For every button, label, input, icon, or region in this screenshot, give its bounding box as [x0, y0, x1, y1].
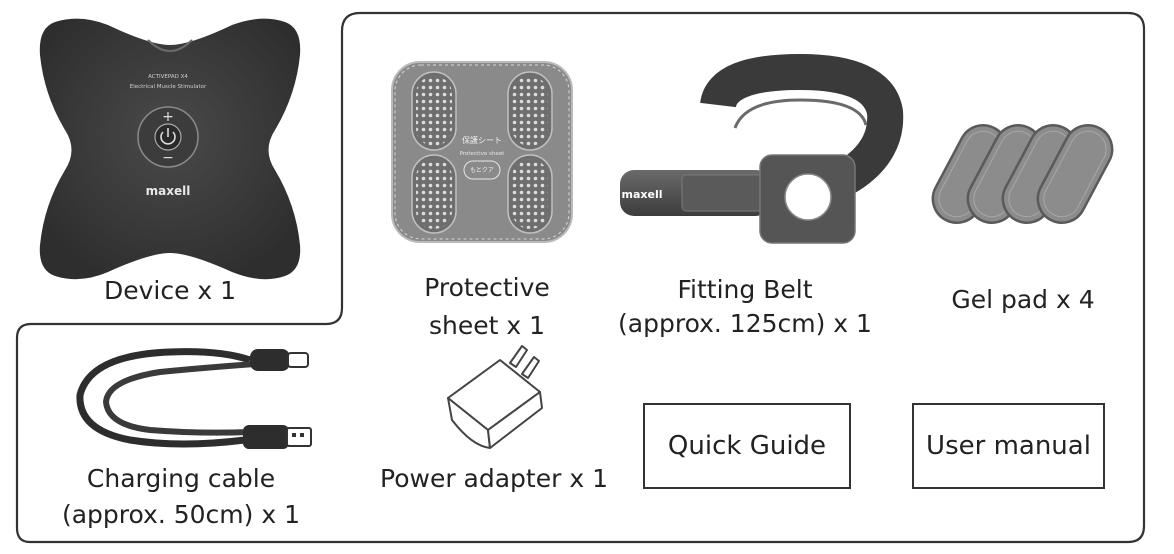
user-manual-label: User manual	[926, 431, 1091, 461]
adapter-body-side	[487, 391, 543, 449]
usb-c-plug-housing	[250, 349, 290, 371]
usb-c-plug-tip	[287, 352, 309, 368]
cable-coil-inner	[102, 361, 256, 436]
quick-guide-box: Quick Guide	[643, 403, 851, 489]
charging-cable-caption-line2: (approx. 50cm) x 1	[61, 500, 300, 529]
sheet-label-en: Protective sheet	[460, 151, 505, 157]
gel-pad	[1036, 124, 1114, 224]
device-illustration: + − ACTIVEPAD X4 Electrical Muscle Stimu…	[39, 18, 301, 280]
plus-symbol: +	[162, 109, 174, 125]
power-icon	[160, 131, 176, 145]
usb-a-plug-housing	[243, 425, 289, 449]
power-adapter-illustration	[447, 345, 543, 449]
usb-a-plug-tip	[286, 427, 312, 447]
sheet-badge-text: もとクア	[470, 167, 494, 174]
power-adapter-caption: Power adapter x 1	[380, 464, 608, 493]
sheet-badge	[463, 160, 501, 180]
sheet-label-jp: 保護シート	[462, 135, 502, 145]
adapter-prong-1	[509, 345, 528, 368]
belt-strap-inner	[681, 174, 773, 212]
user-manual-box: User manual	[912, 403, 1105, 489]
belt-buckle-hole	[784, 173, 832, 221]
adapter-prong-2	[521, 356, 540, 379]
protective-sheet-illustration: 保護シート Protective sheet もとクア	[391, 61, 573, 243]
fitting-belt-caption-line1: Fitting Belt	[677, 275, 813, 304]
gel-pad-caption: Gel pad x 4	[951, 285, 1095, 314]
device-brand: maxell	[146, 184, 191, 198]
contents-frame	[15, 11, 1146, 544]
gel-pads-illustration	[931, 124, 1114, 224]
device-model-line2: Electrical Muscle Stimulator	[130, 84, 207, 90]
device-notch-highlight	[147, 39, 193, 52]
device-model-line1: ACTIVEPAD X4	[148, 74, 188, 80]
charging-cable-caption-line1: Charging cable	[86, 464, 276, 493]
protective-sheet-caption-line1: Protective	[424, 273, 550, 302]
belt-brand: maxell	[622, 188, 663, 201]
quick-guide-label: Quick Guide	[667, 431, 827, 461]
minus-symbol: −	[162, 150, 174, 166]
fitting-belt-illustration: maxell	[620, 53, 904, 244]
fitting-belt-caption-line2: (approx. 125cm) x 1	[618, 309, 872, 338]
protective-sheet-caption-line2: sheet x 1	[428, 311, 546, 340]
charging-cable-illustration	[76, 348, 312, 449]
cable-coil-outer	[76, 348, 252, 448]
device-caption: Device x 1	[103, 276, 237, 305]
belt-loop-inner	[733, 98, 868, 129]
